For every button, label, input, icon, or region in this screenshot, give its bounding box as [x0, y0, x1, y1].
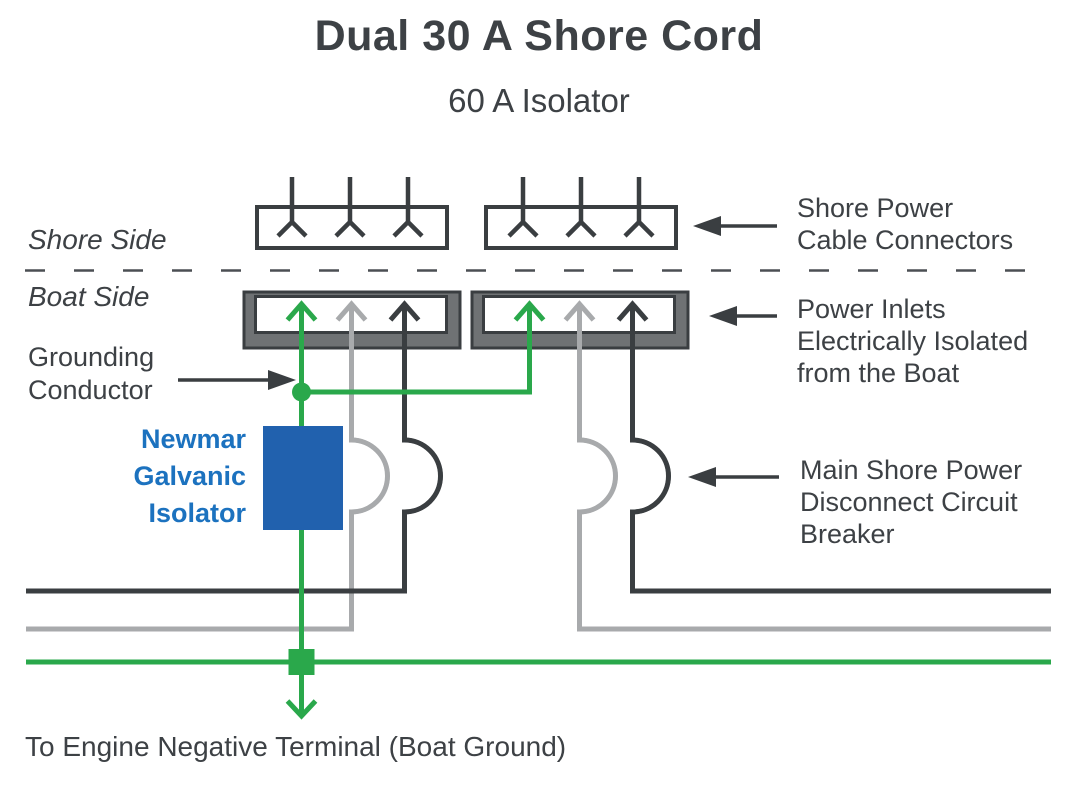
arrow-left-icon — [688, 467, 716, 487]
shore-power-connectors-label: Shore Power Cable Connectors — [797, 193, 1014, 255]
galvanic-isolator-box — [263, 426, 343, 530]
boat-ground-label: To Engine Negative Terminal (Boat Ground… — [25, 731, 567, 762]
circuit-breakers — [351, 437, 671, 515]
arrow-left-icon — [693, 216, 721, 236]
circuit-breaker-icon — [351, 437, 390, 515]
shore-cable-connector-1 — [255, 177, 449, 250]
arrow-up-icon — [388, 300, 421, 322]
ground-wires — [26, 300, 1051, 720]
boat-side-label: Boat Side — [28, 281, 150, 312]
circuit-breaker-icon — [579, 437, 618, 515]
arrow-up-icon — [563, 300, 596, 322]
main-breaker-label: Main Shore Power Disconnect Circuit Brea… — [800, 455, 1023, 549]
circuit-breaker-icon — [632, 437, 671, 515]
neutral-wire-2 — [577, 306, 1051, 632]
connector-pin-icon — [334, 177, 366, 238]
shore-side-label: Shore Side — [28, 224, 167, 255]
arrow-up-icon — [513, 300, 546, 322]
connector-pin-icon — [623, 177, 655, 238]
connector-pin-icon — [507, 177, 539, 238]
grounding-conductor-label: Grounding Conductor — [28, 342, 155, 405]
grounding-conductor-arrow — [178, 370, 296, 390]
arrow-left-icon — [709, 306, 737, 326]
galvanic-isolator-label: Newmar Galvanic Isolator — [133, 424, 246, 528]
page-title: Dual 30 A Shore Cord — [314, 12, 764, 60]
arrow-right-icon — [268, 370, 296, 390]
arrow-up-icon — [335, 300, 368, 322]
ground-bus-node — [288, 649, 315, 675]
ground-wire-2 — [301, 306, 532, 395]
arrow-up-icon — [616, 300, 649, 322]
callout-arrows — [178, 216, 779, 487]
connector-pin-icon — [276, 177, 308, 238]
neutral-wires — [26, 300, 1051, 632]
main-breaker-arrow — [688, 467, 779, 487]
shore-connectors-arrow — [693, 216, 777, 236]
connector-pin-icon — [565, 177, 597, 238]
circuit-breaker-icon — [404, 437, 443, 515]
power-inlets-label: Power Inlets Electrically Isolated from … — [797, 294, 1029, 388]
page-subtitle: 60 A Isolator — [448, 82, 630, 119]
junction-dot — [292, 382, 311, 402]
arrow-down-icon — [285, 699, 318, 720]
connector-pin-icon — [392, 177, 424, 238]
arrow-up-icon — [285, 300, 318, 322]
power-inlets-arrow — [709, 306, 777, 326]
shore-cable-connector-2 — [484, 177, 678, 250]
hot-wire-2 — [630, 306, 1051, 594]
